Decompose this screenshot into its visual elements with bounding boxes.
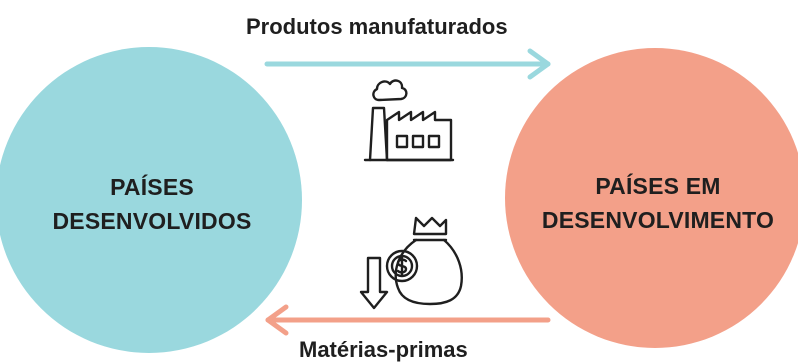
node-developing-countries-label: PAÍSES EM DESENVOLVIMENTO — [541, 173, 775, 233]
factory-icon — [363, 79, 455, 162]
node-developed-countries-label: PAÍSES DESENVOLVIDOS — [52, 174, 252, 234]
arrow-right-head — [527, 48, 551, 80]
flow-label-raw-materials: Matérias-primas — [299, 337, 468, 362]
money-bag-down-icon — [359, 216, 463, 310]
arrow-left-head — [265, 304, 289, 336]
node-developing-countries: PAÍSES EM DESENVOLVIMENTO — [505, 48, 798, 348]
node-developed-countries: PAÍSES DESENVOLVIDOS — [0, 47, 302, 353]
flow-label-manufactured-goods: Produtos manufaturados — [246, 14, 508, 39]
